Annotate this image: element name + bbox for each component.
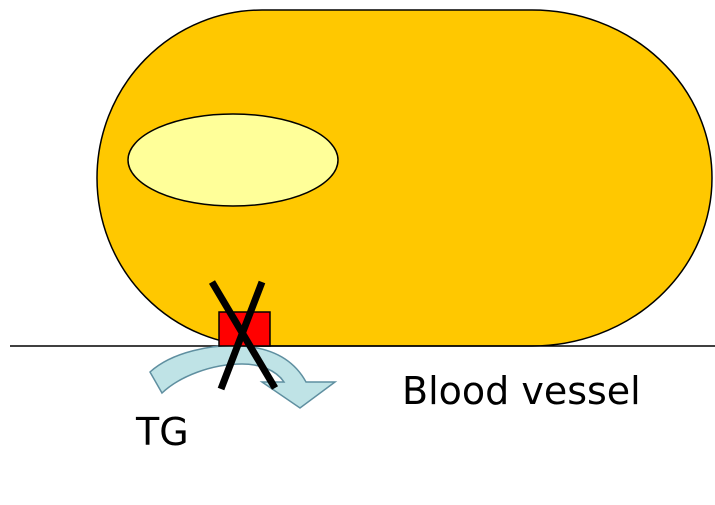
nucleus: [128, 114, 338, 206]
tg-label: TG: [135, 410, 189, 454]
blood-vessel-label: Blood vessel: [402, 369, 641, 413]
curved-arrow-icon: [150, 346, 335, 408]
